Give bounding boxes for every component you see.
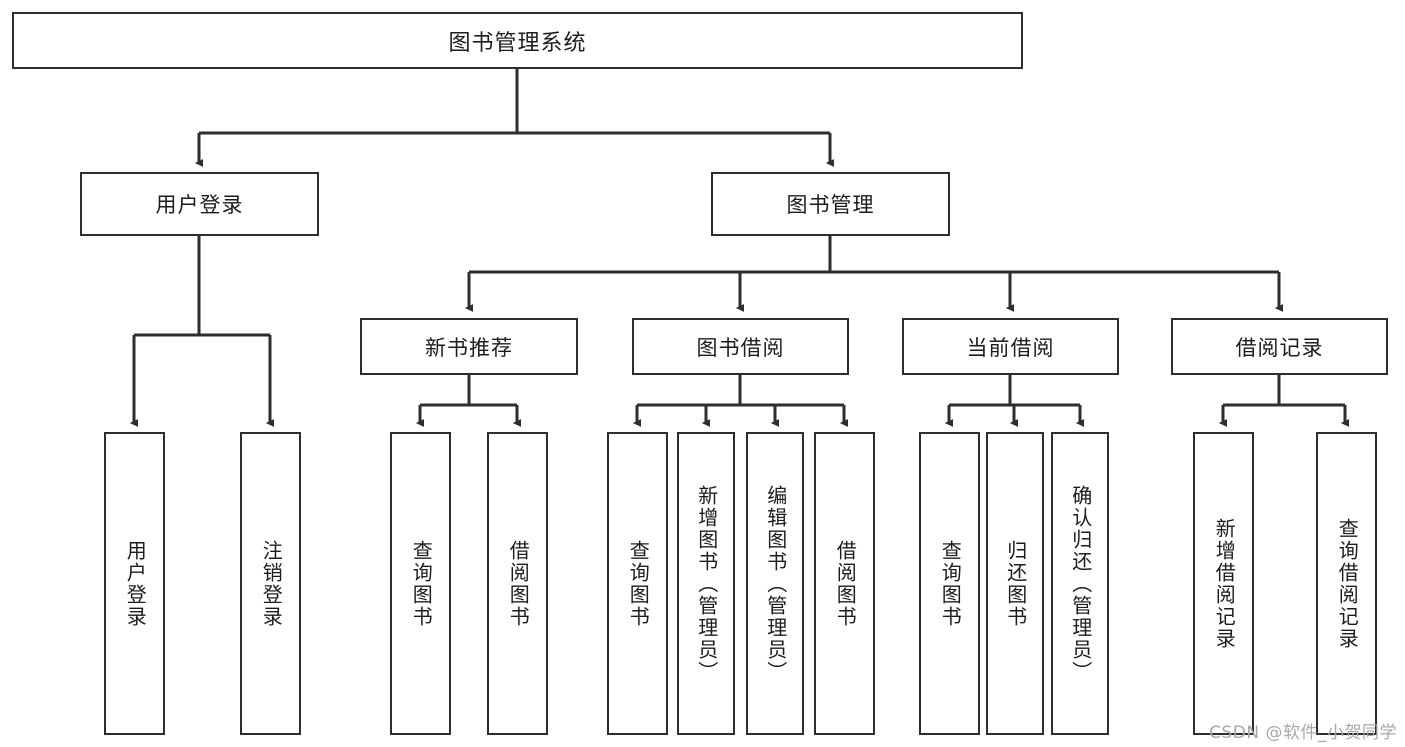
leaf-current-confirm-return[interactable]: 确认归还（管理员）: [1051, 432, 1109, 735]
node-label: 图书管理系统: [448, 30, 587, 56]
leaf-record-query-record[interactable]: 查询借阅记录: [1316, 432, 1377, 735]
leaf-borrow-edit-book[interactable]: 编辑图书（管理员）: [746, 432, 804, 735]
node-label: 图书借阅: [696, 335, 785, 360]
leaf-user-login-logout[interactable]: 注销登录: [240, 432, 301, 735]
node-book-management[interactable]: 图书管理: [711, 172, 950, 236]
leaf-current-return-book[interactable]: 归还图书: [986, 432, 1044, 735]
node-current-borrow[interactable]: 当前借阅: [902, 318, 1119, 375]
node-label: 确认归还（管理员）: [1068, 484, 1093, 683]
node-label: 用户登录: [123, 539, 148, 628]
node-label: 用户登录: [155, 193, 244, 217]
watermark: CSDN @软件_小贺同学: [1209, 723, 1397, 743]
node-label: 当前借阅: [966, 335, 1055, 360]
node-label: 查询图书: [409, 539, 434, 628]
node-label: 查询图书: [626, 539, 651, 628]
node-label: 归还图书: [1003, 539, 1028, 628]
leaf-borrow-query-book[interactable]: 查询图书: [607, 432, 668, 735]
node-label: 注销登录: [259, 539, 284, 628]
node-label: 借阅图书: [833, 539, 858, 628]
node-label: 借阅图书: [506, 539, 531, 628]
leaf-borrow-borrow-book[interactable]: 借阅图书: [814, 432, 875, 735]
node-label: 新增借阅记录: [1212, 517, 1237, 650]
node-label: 借阅记录: [1235, 335, 1324, 360]
node-borrow-record[interactable]: 借阅记录: [1171, 318, 1388, 375]
node-user-login[interactable]: 用户登录: [80, 172, 319, 236]
node-book-borrow[interactable]: 图书借阅: [632, 318, 849, 375]
node-label: 查询借阅记录: [1335, 517, 1360, 650]
leaf-recommend-borrow-book[interactable]: 借阅图书: [487, 432, 548, 735]
leaf-record-add-record[interactable]: 新增借阅记录: [1193, 432, 1254, 735]
node-label: 图书管理: [786, 193, 875, 217]
leaf-borrow-add-book[interactable]: 新增图书（管理员）: [677, 432, 735, 735]
node-label: 新增图书（管理员）: [694, 484, 719, 683]
node-label: 新书推荐: [425, 335, 513, 360]
node-root-system[interactable]: 图书管理系统: [12, 12, 1023, 69]
node-label: 查询图书: [938, 539, 963, 628]
node-label: 编辑图书（管理员）: [763, 484, 788, 683]
leaf-recommend-query-book[interactable]: 查询图书: [390, 432, 451, 735]
node-new-book-recommend[interactable]: 新书推荐: [360, 318, 578, 375]
leaf-current-query-book[interactable]: 查询图书: [919, 432, 980, 735]
leaf-user-login-login[interactable]: 用户登录: [104, 432, 165, 735]
